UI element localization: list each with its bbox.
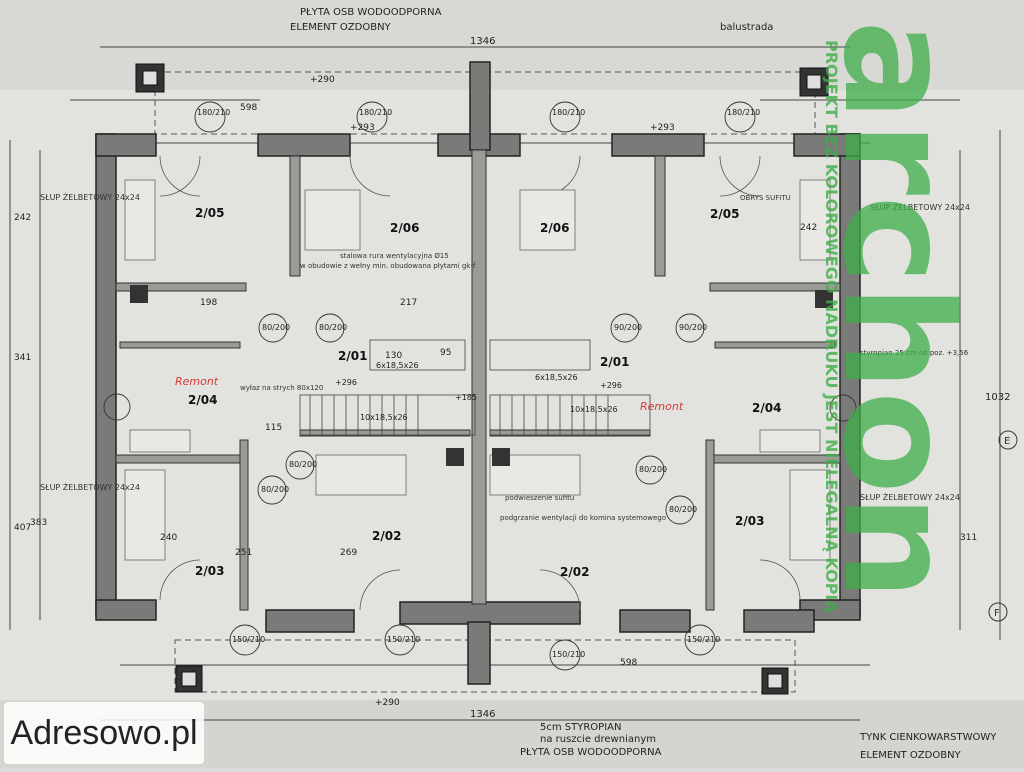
stair-label: 10x18,5x26: [360, 413, 408, 422]
dim-label: 240: [160, 533, 177, 543]
dim-label: 242: [800, 223, 817, 233]
dim-overall-bottom: 1346: [470, 709, 495, 720]
dim-label: 242: [14, 213, 31, 223]
room-tag-206-left: 2/06: [390, 221, 419, 235]
note-insulation: styropian 25 cm od poz. +3,56: [860, 349, 969, 357]
axis-mark-f: F: [994, 608, 1000, 619]
dim-label: 115: [265, 423, 282, 433]
stair-label: 6x18,5x26: [376, 361, 419, 370]
badge-text: Adresowo.pl: [10, 713, 198, 752]
dim-label: 598: [620, 658, 637, 668]
dim-label: 407: [14, 523, 31, 533]
door-tag: 150/210: [232, 635, 265, 644]
bottom-label-tynk: TYNK CIENKOWARSTWOWY: [859, 732, 997, 743]
door-tag: 150/210: [552, 650, 585, 659]
top-label-osb: PŁYTA OSB WODOODPORNA: [300, 7, 442, 18]
dim-label: +290: [375, 698, 400, 708]
stair-label: +185: [455, 393, 477, 402]
door-tag: 180/210: [727, 108, 760, 117]
column-label: SŁUP ŻELBETOWY 24x24: [40, 482, 140, 492]
door-tag: 80/200: [261, 485, 289, 494]
room-tag-201-right: 2/01: [600, 355, 629, 369]
note-ceiling: podwieszenie sufitu: [505, 494, 574, 502]
dim-label: 311: [960, 533, 977, 543]
red-mark-left: Remont: [175, 375, 219, 388]
room-tag-205-right: 2/05: [710, 207, 739, 221]
dim-overall-top: 1346: [470, 36, 495, 47]
door-tag: 90/200: [614, 323, 642, 332]
room-tag-203-left: 2/03: [195, 564, 224, 578]
door-tag: 80/200: [262, 323, 290, 332]
column-label: SŁUP ŻELBETOWY 24x24: [40, 192, 140, 202]
dim-label: 95: [440, 348, 451, 358]
bottom-label-osb: PŁYTA OSB WODOODPORNA: [520, 747, 662, 758]
red-mark-right: Remont: [640, 400, 684, 413]
room-tag-204-left: 2/04: [188, 393, 217, 407]
bottom-label-ruszt: na ruszcie drewnianym: [540, 734, 656, 745]
dim-label: 198: [200, 298, 217, 308]
dim-label: +293: [350, 123, 375, 133]
door-tag: 80/200: [319, 323, 347, 332]
note-ventilation-pipe: stalowa rura wentylacyjna Ø15: [340, 252, 449, 260]
note-chimney: podgrzanie wentylacji do komina systemow…: [500, 514, 666, 522]
bottom-label-element: ELEMENT OZDOBNY: [860, 750, 962, 761]
room-tag-205-left: 2/05: [195, 206, 224, 220]
door-tag: 80/200: [289, 460, 317, 469]
room-tag-204-right: 2/04: [752, 401, 781, 415]
dim-label: 130: [385, 351, 402, 361]
stair-label: +296: [335, 378, 357, 387]
dim-label: 341: [14, 353, 31, 363]
door-tag: 80/200: [639, 465, 667, 474]
bottom-label-styropian: 5cm STYROPIAN: [540, 722, 621, 733]
note-ceiling-outline: OBRYS SUFITU: [740, 194, 791, 202]
door-tag: 180/210: [359, 108, 392, 117]
column-label: SŁUP ŻELBETOWY 24x24: [870, 202, 970, 212]
door-tag: 180/210: [552, 108, 585, 117]
dim-label: +293: [650, 123, 675, 133]
dim-label: 269: [340, 548, 357, 558]
room-tag-203-right: 2/03: [735, 514, 764, 528]
top-label-balustrade: balustrada: [720, 22, 773, 33]
adresowo-badge: Adresowo.pl: [4, 702, 204, 764]
door-tag: 150/210: [687, 635, 720, 644]
room-tag-201-left: 2/01: [338, 349, 367, 363]
stair-label: 6x18,5x26: [535, 373, 578, 382]
note-attic-hatch: wyłaz na strych 80x120: [240, 384, 323, 392]
stair-label: 10x18,5x26: [570, 405, 618, 414]
note-casing: w obudowie z wełny min. obudowana płytam…: [300, 262, 476, 270]
stair-label: +296: [600, 381, 622, 390]
dim-label: 383: [30, 518, 47, 528]
room-tag-202-left: 2/02: [372, 529, 401, 543]
top-label-element: ELEMENT OZDOBNY: [290, 22, 392, 33]
door-tag: 80/200: [669, 505, 697, 514]
column-label: SŁUP ŻELBETOWY 24x24: [860, 492, 960, 502]
door-tag: 150/210: [387, 635, 420, 644]
door-tag: 180/210: [197, 108, 230, 117]
dim-label: +290: [310, 75, 335, 85]
room-tag-202-right: 2/02: [560, 565, 589, 579]
dim-label: 598: [240, 103, 257, 113]
dim-label: 217: [400, 298, 417, 308]
room-tag-206-right: 2/06: [540, 221, 569, 235]
axis-mark-e: E: [1004, 436, 1010, 447]
dim-label: 251: [235, 548, 252, 558]
door-tag: 90/200: [679, 323, 707, 332]
dim-overall-side: 1032: [985, 392, 1010, 403]
